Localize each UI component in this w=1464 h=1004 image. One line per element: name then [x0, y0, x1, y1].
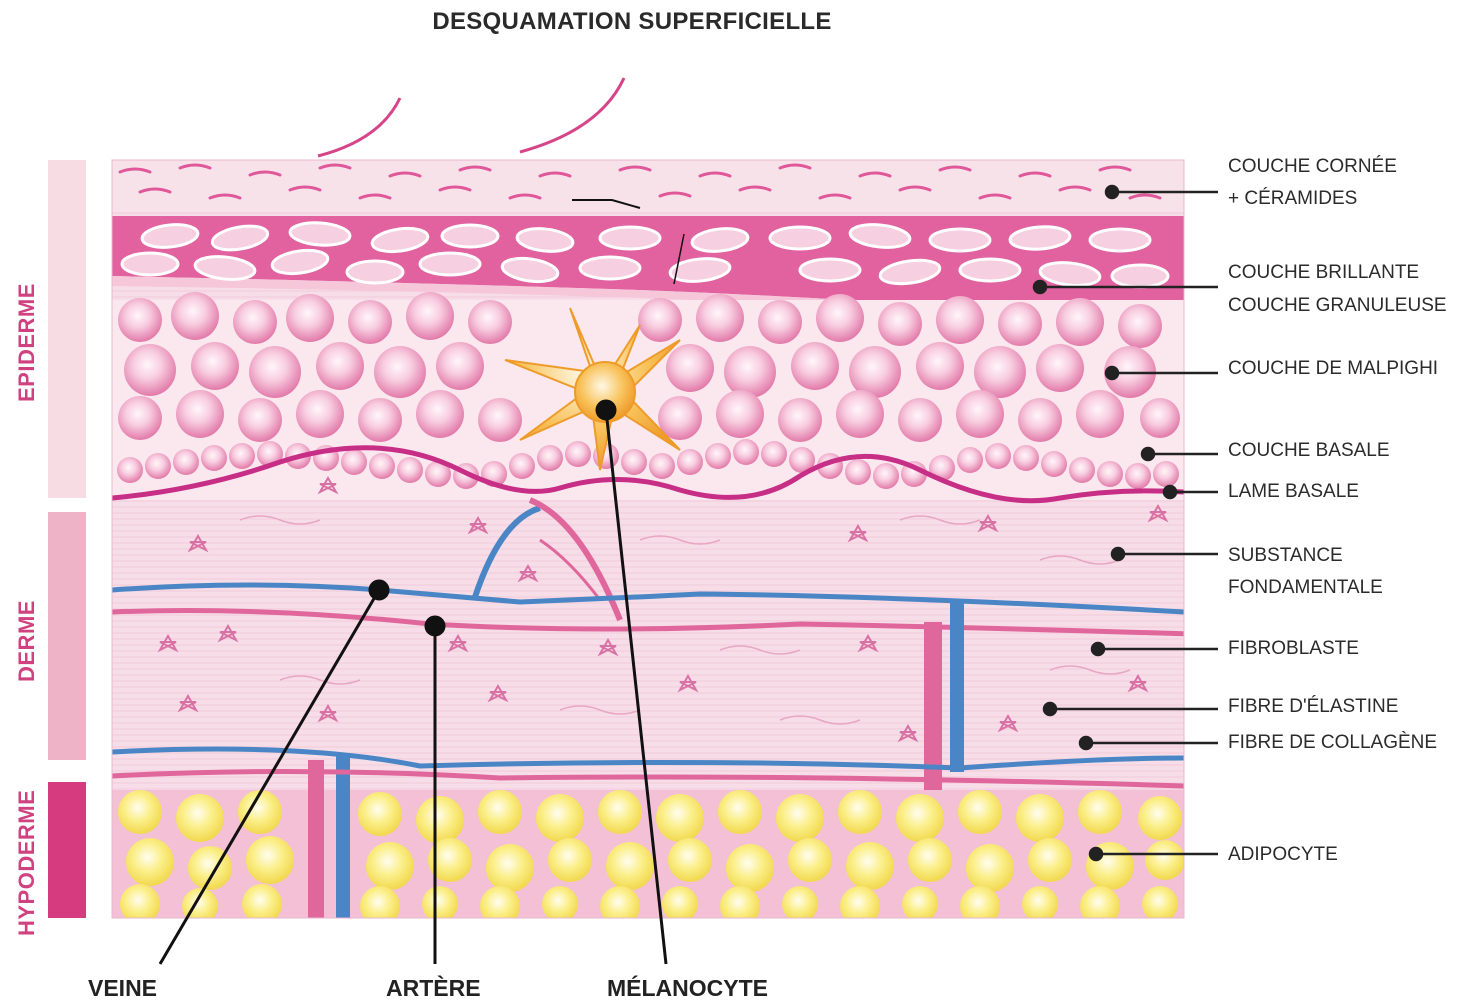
- label-artere: ARTÈRE: [386, 975, 481, 1002]
- label-adipocyte: ADIPOCYTE: [1228, 838, 1338, 871]
- label-couche-brillante: COUCHE BRILLANTE: [1228, 256, 1419, 289]
- label-couche-basale: COUCHE BASALE: [1228, 434, 1390, 467]
- label-fondamentale: FONDAMENTALE: [1228, 571, 1383, 604]
- label-veine: VEINE: [88, 975, 157, 1002]
- derme-bar: [48, 512, 86, 760]
- epiderme-bar: [48, 160, 86, 498]
- label-couche-malpighi: COUCHE DE MALPIGHI: [1228, 352, 1438, 385]
- label-lame-basale: LAME BASALE: [1228, 475, 1359, 508]
- label-fibre-elastine: FIBRE D'ÉLASTINE: [1228, 690, 1398, 723]
- epiderme-label: EPIDERME: [14, 283, 40, 402]
- label-ceramides: + CÉRAMIDES: [1228, 182, 1357, 215]
- desquamation-flake-right: [520, 78, 624, 152]
- hypoderme-label: HYPODERME: [14, 790, 40, 936]
- label-melanocyte: MÉLANOCYTE: [607, 975, 768, 1002]
- desquamation-flake-left: [318, 98, 400, 156]
- hypoderme-bar: [48, 782, 86, 918]
- label-couche-granuleuse: COUCHE GRANULEUSE: [1228, 289, 1447, 322]
- derme-label: DERME: [14, 600, 40, 682]
- label-fibre-collagene: FIBRE DE COLLAGÈNE: [1228, 726, 1437, 759]
- label-substance: SUBSTANCE: [1228, 539, 1343, 572]
- label-fibroblaste: FIBROBLASTE: [1228, 632, 1359, 665]
- label-couche-cornee: COUCHE CORNÉE: [1228, 150, 1397, 183]
